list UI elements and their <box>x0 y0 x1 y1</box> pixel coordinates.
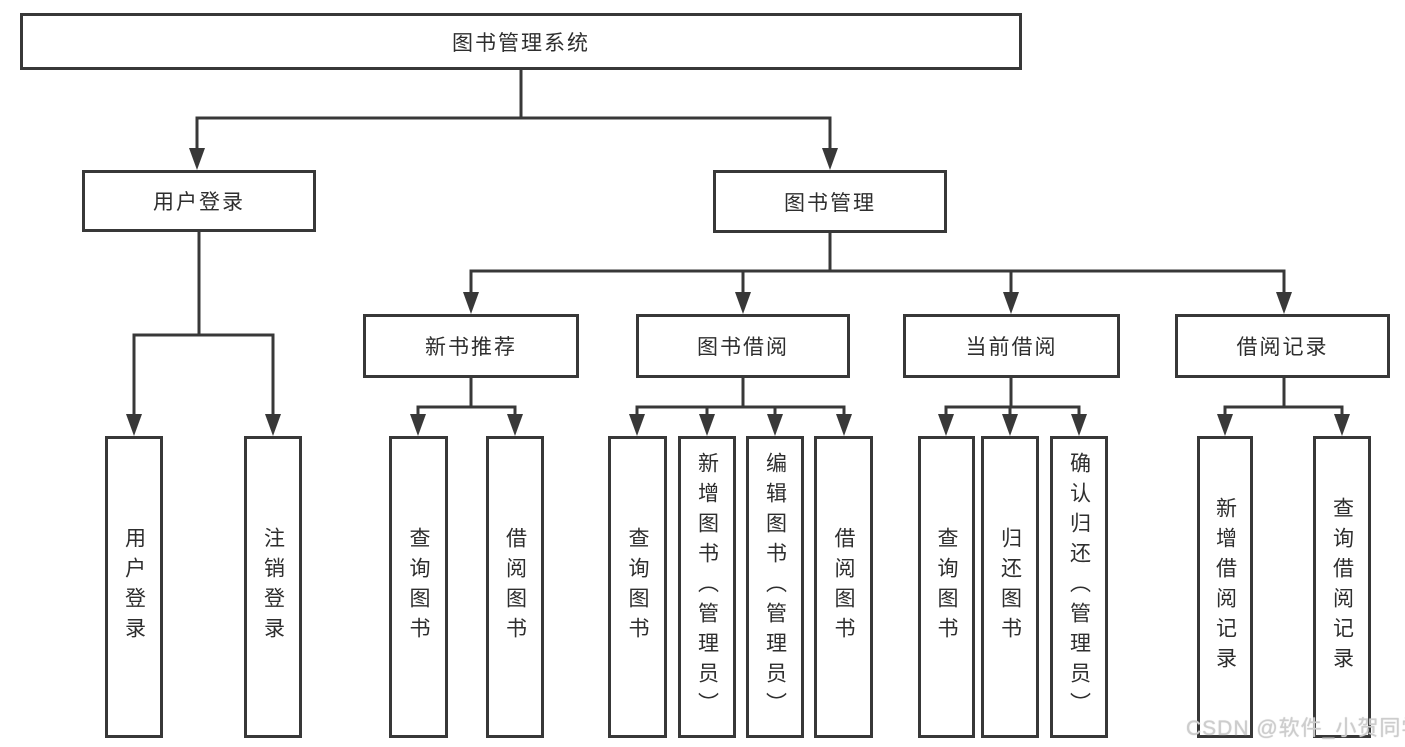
node-new-book-recommend-label: 新书推荐 <box>425 336 517 359</box>
leaf-confirm-return-admin-label: 确认归还（管理员） <box>1067 452 1091 722</box>
node-current-borrowing: 当前借阅 <box>903 314 1120 378</box>
leaf-return-books: 归还图书 <box>981 436 1039 738</box>
watermark: CSDN @软件_小贺同学 <box>1186 717 1405 740</box>
leaf-query-books-current-label: 查询图书 <box>935 527 958 647</box>
leaf-borrow-books-recommend: 借阅图书 <box>486 436 544 738</box>
leaf-query-borrow-record-label: 查询借阅记录 <box>1330 497 1354 677</box>
node-book-management: 图书管理 <box>713 170 947 233</box>
leaf-query-books-recommend-label: 查询图书 <box>407 527 430 647</box>
node-book-borrowing-label: 图书借阅 <box>697 336 789 359</box>
leaf-add-books-admin-label: 新增图书（管理员） <box>695 452 719 722</box>
leaf-query-books-borrowing: 查询图书 <box>608 436 667 738</box>
leaf-logout: 注销登录 <box>244 436 302 738</box>
leaf-query-borrow-record: 查询借阅记录 <box>1313 436 1371 738</box>
arrowheads <box>126 148 1350 436</box>
leaf-add-books-admin: 新增图书（管理员） <box>678 436 736 738</box>
leaf-borrow-books-borrowing: 借阅图书 <box>814 436 873 738</box>
node-user-login-label: 用户登录 <box>153 191 245 214</box>
leaf-query-books-borrowing-label: 查询图书 <box>626 527 649 647</box>
leaf-edit-books-admin-label: 编辑图书（管理员） <box>763 452 787 722</box>
leaf-borrow-books-borrowing-label: 借阅图书 <box>832 527 855 647</box>
leaf-user-login: 用户登录 <box>105 436 163 738</box>
node-user-login: 用户登录 <box>82 170 316 232</box>
node-library-system-label: 图书管理系统 <box>452 31 590 55</box>
leaf-logout-label: 注销登录 <box>261 527 285 647</box>
node-borrowing-records: 借阅记录 <box>1175 314 1390 378</box>
node-current-borrowing-label: 当前借阅 <box>965 336 1058 359</box>
node-new-book-recommend: 新书推荐 <box>363 314 579 378</box>
leaf-query-books-current: 查询图书 <box>918 436 975 738</box>
node-borrowing-records-label: 借阅记录 <box>1236 336 1329 359</box>
node-library-system: 图书管理系统 <box>20 13 1022 70</box>
leaf-return-books-label: 归还图书 <box>998 527 1022 647</box>
node-book-management-label: 图书管理 <box>784 191 876 215</box>
node-book-borrowing: 图书借阅 <box>636 314 850 378</box>
leaf-user-login-label: 用户登录 <box>122 527 146 647</box>
leaf-confirm-return-admin: 确认归还（管理员） <box>1050 436 1108 738</box>
leaf-borrow-books-recommend-label: 借阅图书 <box>503 527 527 647</box>
leaf-query-books-recommend: 查询图书 <box>389 436 448 738</box>
leaf-add-borrow-record-label: 新增借阅记录 <box>1213 497 1237 677</box>
leaf-edit-books-admin: 编辑图书（管理员） <box>746 436 804 738</box>
leaf-add-borrow-record: 新增借阅记录 <box>1197 436 1253 738</box>
